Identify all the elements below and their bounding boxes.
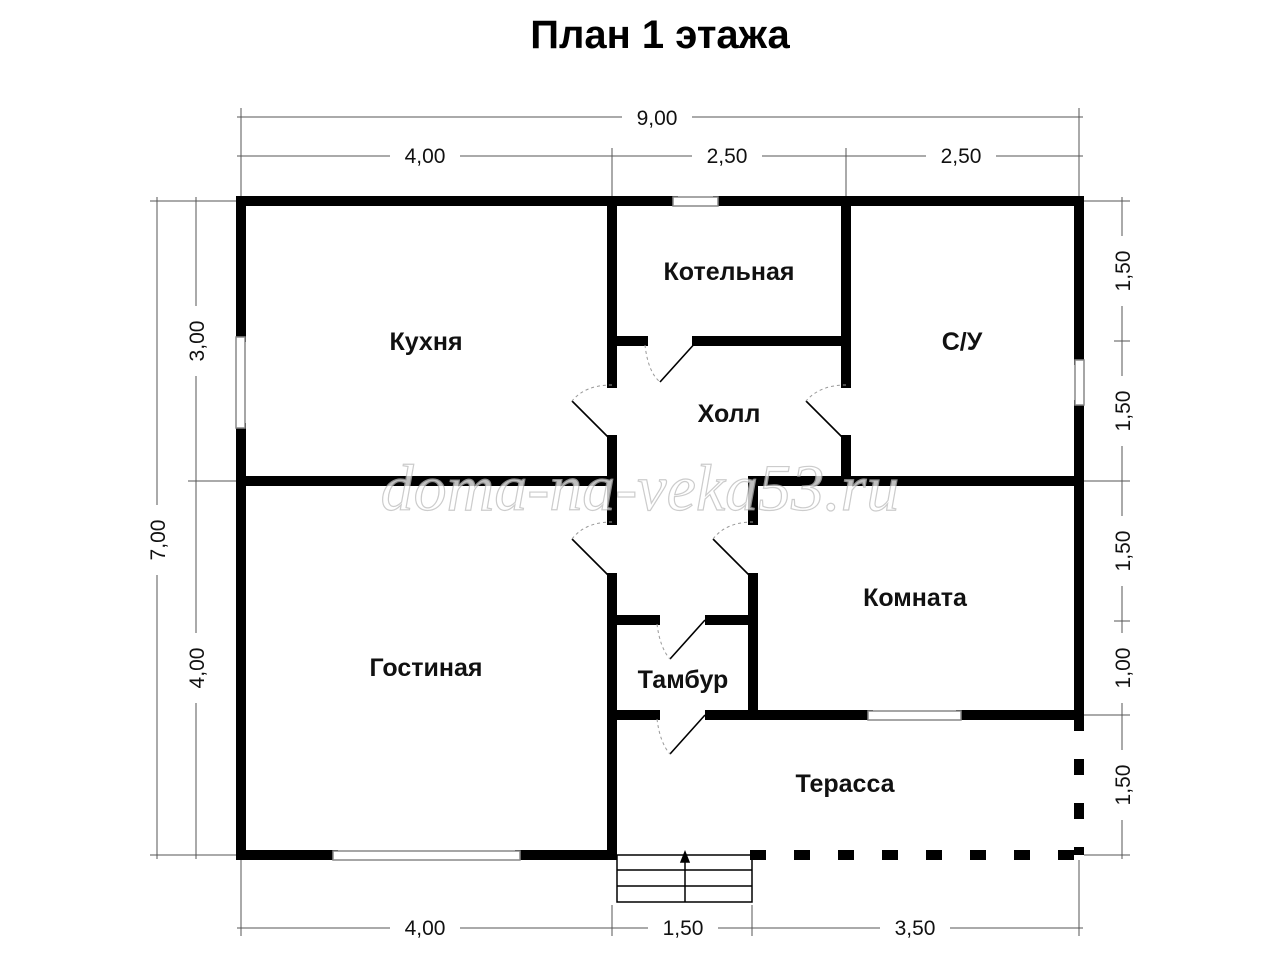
dim-bottom-1: 4,00: [405, 917, 446, 940]
dim-right-5: 1,50: [1112, 765, 1135, 806]
dim-left-1: 3,00: [186, 321, 209, 362]
door-swings: [571, 340, 843, 755]
dim-label-backgrounds: [144, 104, 1135, 941]
room-living: Гостиная: [370, 654, 483, 682]
plan-title: План 1 этажа: [530, 13, 790, 57]
dim-top-1: 4,00: [405, 145, 446, 168]
room-kitchen: Кухня: [389, 328, 462, 356]
dim-bottom-3: 3,50: [895, 917, 936, 940]
windows: [235, 196, 1085, 861]
room-boiler: Котельная: [664, 258, 795, 286]
dim-top-total: 9,00: [637, 107, 678, 130]
door-arcs: [571, 344, 847, 755]
dim-top-2: 2,50: [707, 145, 748, 168]
walls: [236, 196, 1084, 860]
room-bathroom: С/У: [942, 328, 983, 356]
dim-left-2: 4,00: [186, 648, 209, 689]
dim-top-3: 2,50: [941, 145, 982, 168]
dim-right-4: 1,00: [1112, 648, 1135, 689]
watermark: doma-na-veka53.ru: [381, 452, 900, 525]
dim-right-1: 1,50: [1112, 251, 1135, 292]
entrance-stairs: [616, 849, 753, 903]
dim-left-total: 7,00: [147, 520, 170, 561]
room-vestibule: Тамбур: [638, 666, 729, 694]
room-hall: Холл: [698, 400, 761, 428]
dim-bottom-2: 1,50: [663, 917, 704, 940]
dim-right-2: 1,50: [1112, 391, 1135, 432]
room-bedroom: Комната: [863, 584, 968, 612]
dim-right-3: 1,50: [1112, 531, 1135, 572]
room-terrace: Терасса: [795, 770, 895, 798]
